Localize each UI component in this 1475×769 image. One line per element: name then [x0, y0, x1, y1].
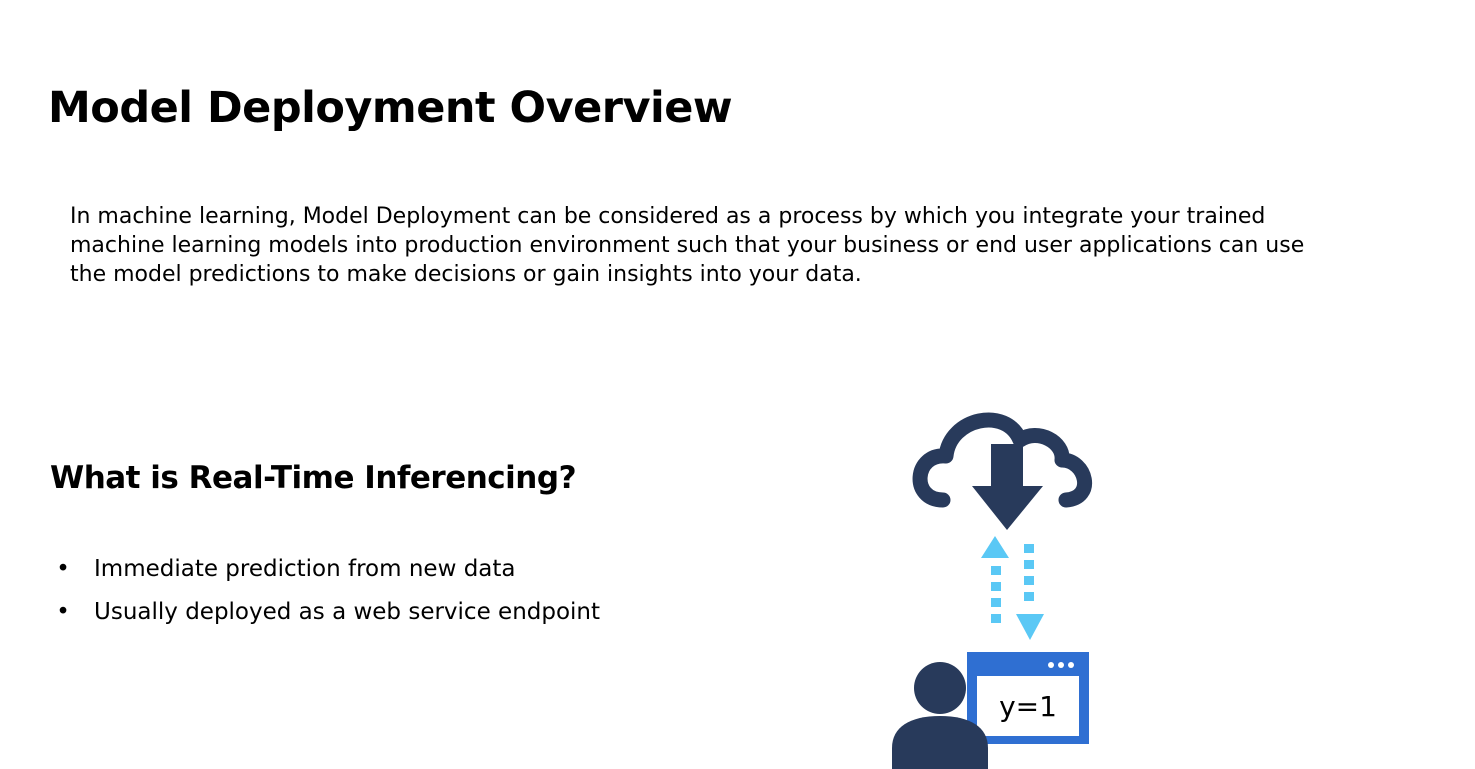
- bullet-marker: •: [56, 599, 70, 625]
- request-arrow-up-icon: [981, 536, 1009, 623]
- window-value-text: y=1: [999, 690, 1057, 723]
- cloud-download-icon: [912, 412, 1092, 530]
- section-title: What is Real-Time Inferencing?: [50, 460, 577, 496]
- list-item: • Usually deployed as a web service endp…: [56, 591, 600, 634]
- list-item: • Immediate prediction from new data: [56, 548, 600, 591]
- slide-title: Model Deployment Overview: [48, 83, 733, 133]
- intro-paragraph: In machine learning, Model Deployment ca…: [70, 204, 1305, 287]
- real-time-inference-illustration: y=1: [888, 398, 1108, 769]
- app-window-icon: y=1: [967, 652, 1089, 744]
- response-arrow-down-icon: [1016, 544, 1044, 640]
- bullet-list: • Immediate prediction from new data • U…: [56, 548, 600, 634]
- bullet-text: Usually deployed as a web service endpoi…: [94, 599, 601, 625]
- bullet-text: Immediate prediction from new data: [94, 556, 516, 582]
- illustration-svg: y=1: [892, 412, 1092, 769]
- bullet-marker: •: [56, 556, 70, 582]
- user-icon: [892, 662, 988, 769]
